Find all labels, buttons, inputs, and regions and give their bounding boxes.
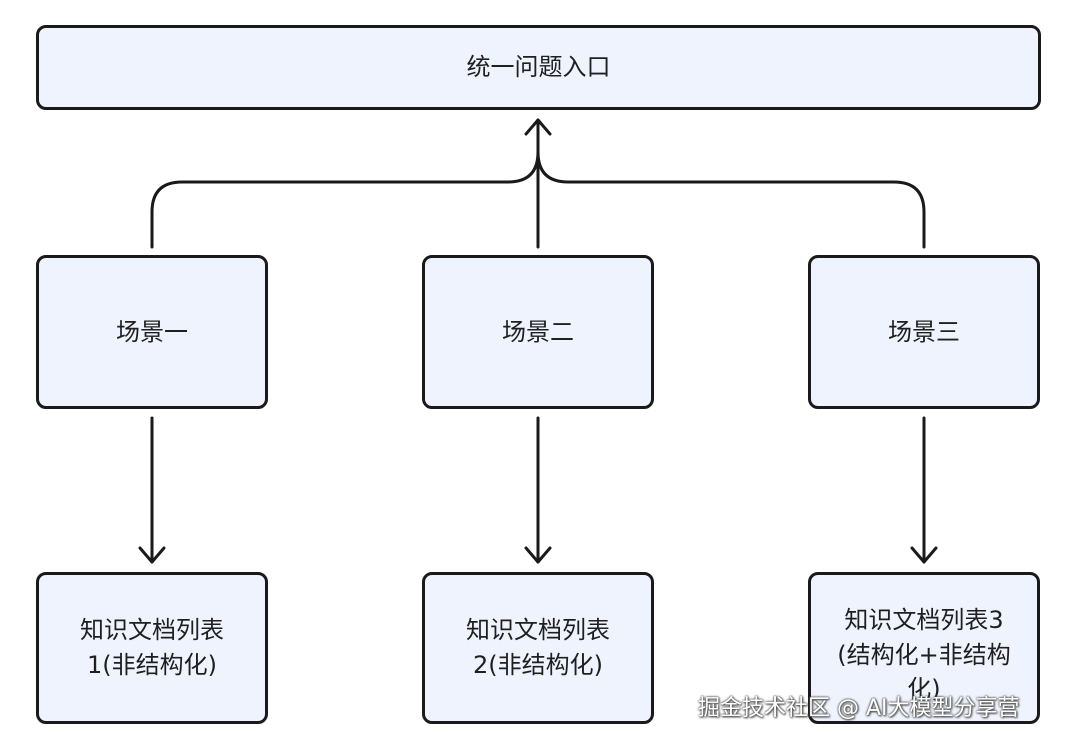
knowledge-base-node-3-label: 知识文档列表3 (结构化+非结构 化): [837, 605, 1011, 704]
scene-node-3-label: 场景三: [888, 317, 960, 346]
scene-node-3: 场景三: [808, 255, 1040, 409]
scene-node-2-label: 场景二: [502, 317, 574, 346]
arrowhead-entry: [524, 118, 552, 136]
arrowhead-kb1: [138, 546, 166, 564]
entry-node-label: 统一问题入口: [466, 53, 611, 82]
arrowhead-kb2: [524, 546, 552, 564]
knowledge-base-node-1: 知识文档列表 1(非结构化): [36, 572, 268, 724]
connector-scene3-to-entry: [536, 150, 926, 249]
scene-node-1-label: 场景一: [116, 317, 188, 346]
knowledge-base-node-2-label: 知识文档列表 2(非结构化): [466, 616, 610, 679]
knowledge-base-node-2: 知识文档列表 2(非结构化): [422, 572, 654, 724]
entry-node: 统一问题入口: [36, 25, 1041, 110]
scene-node-1: 场景一: [36, 255, 268, 409]
connector-scene1-to-entry: [150, 150, 540, 249]
knowledge-base-node-3: 知识文档列表3 (结构化+非结构 化): [808, 572, 1040, 724]
scene-node-2: 场景二: [422, 255, 654, 409]
arrowhead-kb3: [910, 546, 938, 564]
knowledge-base-node-1-label: 知识文档列表 1(非结构化): [80, 616, 224, 679]
watermark: 掘金技术社区 @ AI大模型分享营: [698, 696, 1020, 721]
